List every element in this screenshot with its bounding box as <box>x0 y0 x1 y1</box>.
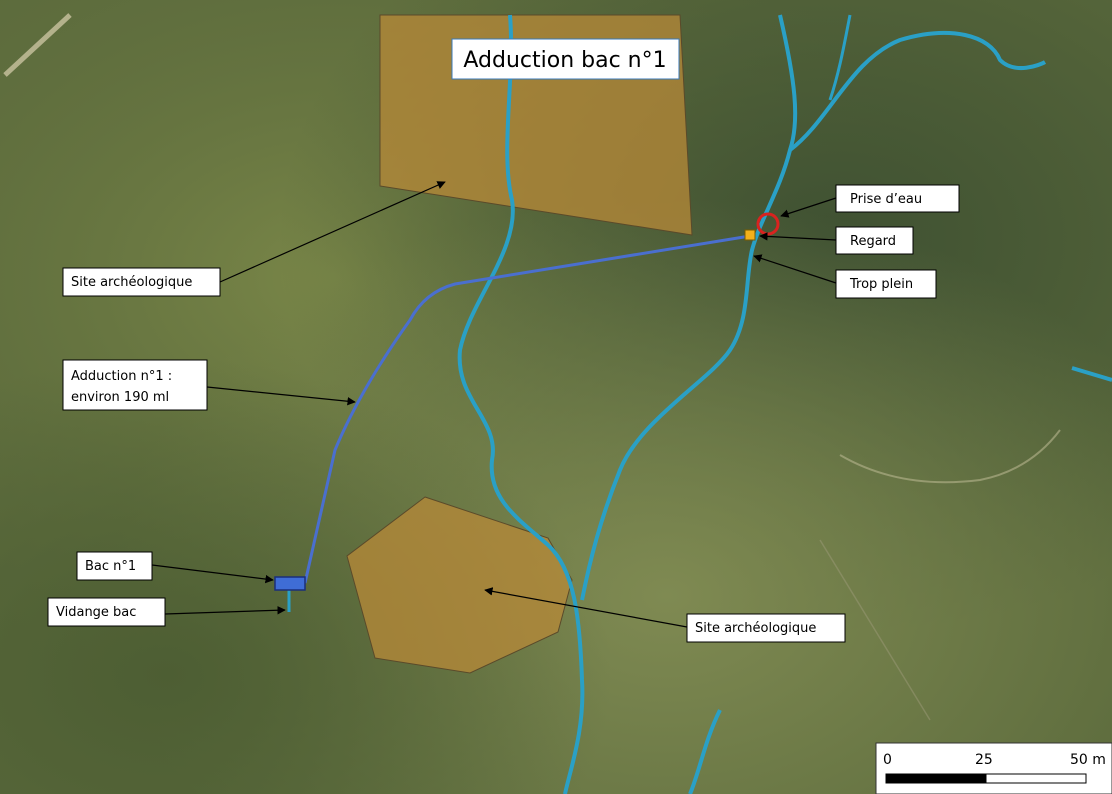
label-site-archeo-south: Site archéologique <box>686 613 846 643</box>
stream-central <box>457 14 585 794</box>
scale-tick-25: 25 <box>975 752 993 768</box>
track-southeast <box>819 539 931 721</box>
stream-northeast <box>788 31 1047 152</box>
label-site-archeo-north: Site archéologique <box>62 267 221 297</box>
leader-trop-plein <box>753 254 837 284</box>
label-trop-plein: Trop plein <box>835 269 937 299</box>
label-adduction: Adduction n°1 : environ 190 ml <box>62 359 208 411</box>
scale-segment-black <box>885 773 987 784</box>
label-bac: Bac n°1 <box>76 551 153 581</box>
regard-square <box>744 229 756 241</box>
svg-text:Trop plein: Trop plein <box>849 277 913 292</box>
leader-site-archeo-south <box>484 587 688 628</box>
scale-segment-white <box>985 773 1087 784</box>
label-regard: Regard <box>835 226 914 255</box>
svg-text:Adduction n°1 :: Adduction n°1 : <box>71 369 172 384</box>
svg-text:Vidange bac: Vidange bac <box>56 605 136 620</box>
archaeological-site-south <box>346 496 573 674</box>
scale-bar: 0 25 50 m <box>875 742 1112 794</box>
svg-text:Site archéologique: Site archéologique <box>695 621 816 636</box>
label-vidange: Vidange bac <box>47 597 166 627</box>
svg-text:Bac n°1: Bac n°1 <box>85 559 136 574</box>
stream-northeast-branch <box>828 14 852 101</box>
label-prise-eau: Prise d’eau <box>835 184 960 213</box>
map-title-box: Adduction bac n°1 <box>451 38 680 80</box>
adduction-pipe-line <box>303 234 751 584</box>
track-east <box>839 429 1061 484</box>
stream-south <box>688 709 722 794</box>
track-northwest <box>3 13 72 77</box>
leader-bac <box>151 564 274 584</box>
map-title: Adduction bac n°1 <box>463 48 666 73</box>
leader-prise-eau <box>780 197 837 218</box>
leader-site-archeo-north <box>219 181 446 283</box>
scale-tick-0: 0 <box>883 752 892 768</box>
leader-adduction <box>206 386 356 406</box>
stream-east <box>580 14 798 601</box>
bac-tank <box>274 576 306 591</box>
scale-tick-50: 50 m <box>1070 752 1106 768</box>
svg-text:Regard: Regard <box>850 234 896 249</box>
prise-eau-ring <box>756 212 780 236</box>
stream-far-east <box>1071 366 1112 382</box>
svg-text:Site archéologique: Site archéologique <box>71 275 192 290</box>
leader-vidange <box>164 606 286 615</box>
svg-text:Prise d’eau: Prise d’eau <box>850 192 922 207</box>
svg-text:environ 190 ml: environ 190 ml <box>71 390 169 405</box>
leader-regard <box>759 232 837 241</box>
